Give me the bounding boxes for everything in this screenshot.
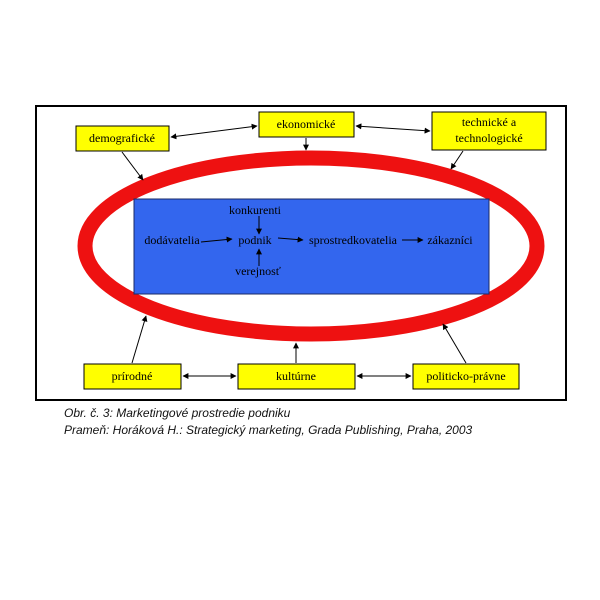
arrow-suppliers-company	[200, 236, 233, 243]
factor-cultural: kultúrne	[237, 363, 356, 390]
arrow-company-intermediaries	[277, 236, 304, 243]
figure-caption: Obr. č. 3: Marketingové prostredie podni…	[64, 406, 291, 420]
factor-demographic: demografické	[75, 125, 170, 152]
factor-natural-label: prírodné	[112, 369, 153, 383]
arrow-natural-ring	[131, 315, 148, 364]
company-core-box	[133, 198, 490, 295]
environment-ring	[77, 150, 545, 342]
core-intermediaries: sprostredkovatelia	[309, 233, 398, 247]
core-customers: zákazníci	[427, 233, 473, 247]
arrow-economic-technological	[355, 123, 431, 134]
factor-connectors	[121, 123, 467, 379]
factor-technological-label-1: technické a	[462, 115, 517, 129]
arrow-demographic-economic	[170, 123, 258, 140]
factor-natural: prírodné	[83, 363, 182, 390]
factor-cultural-label: kultúrne	[276, 369, 316, 383]
core-company: podnik	[238, 233, 271, 247]
factor-political-label: politicko-právne	[426, 369, 505, 383]
factor-demographic-label: demografické	[89, 131, 155, 145]
source-caption: Prameň: Horáková H.: Strategický marketi…	[64, 423, 473, 437]
core-public: verejnosť	[235, 264, 281, 278]
arrow-political-ring	[442, 323, 467, 364]
factor-technological: technické a technologické	[431, 111, 547, 151]
factor-economic-label: ekonomické	[277, 117, 336, 131]
factor-economic: ekonomické	[258, 111, 355, 138]
factor-political: politicko-právne	[412, 363, 520, 390]
core-competitors: konkurenti	[229, 203, 282, 217]
factor-technological-label-2: technologické	[455, 131, 522, 145]
core-suppliers: dodávatelia	[144, 233, 200, 247]
arrow-demographic-ring	[121, 151, 144, 181]
arrow-technological-ring	[450, 150, 464, 170]
